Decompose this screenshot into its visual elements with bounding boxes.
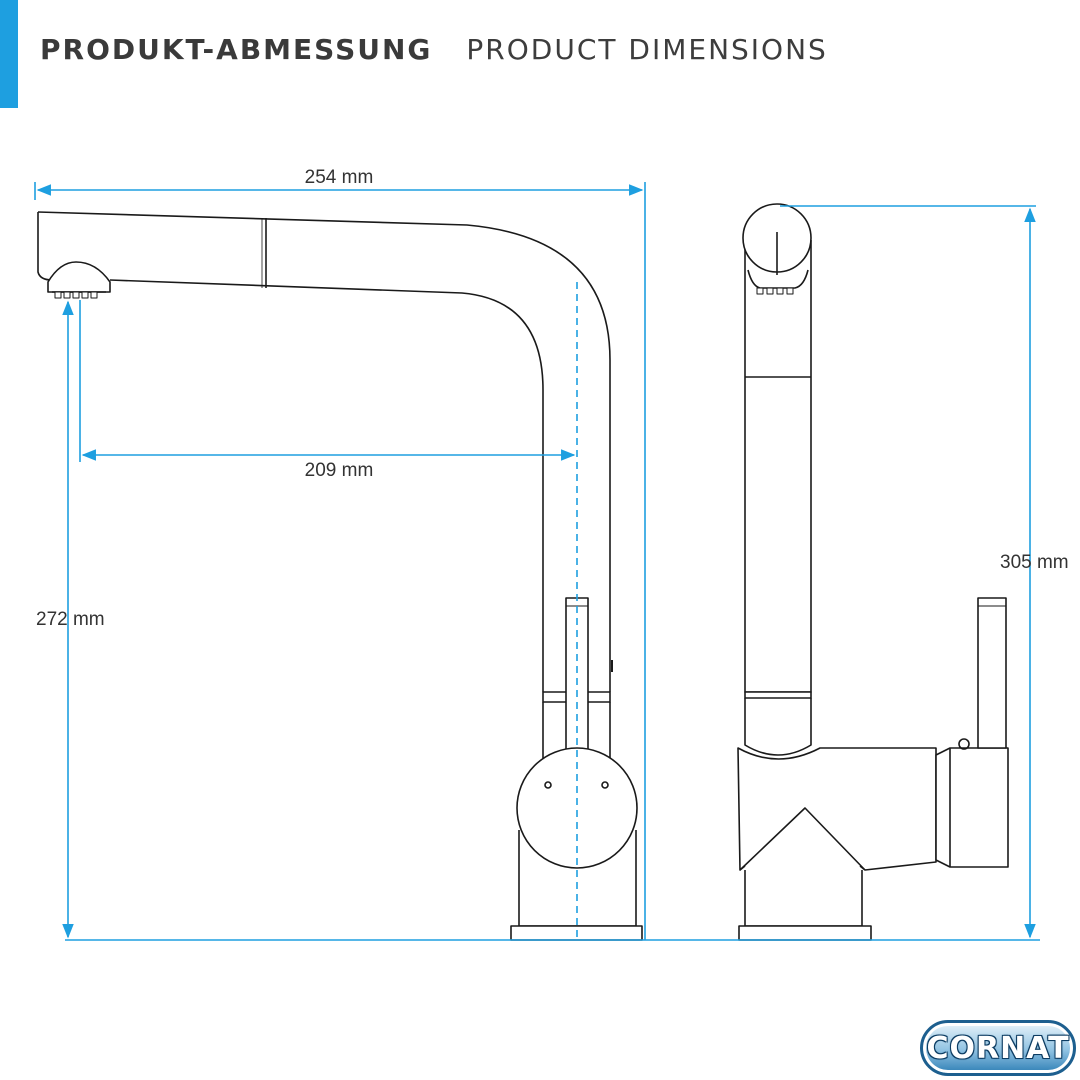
title-german: PRODUKT-ABMESSUNG <box>40 33 433 66</box>
faucet-side-view <box>737 203 1009 941</box>
faucet-front-view <box>37 211 643 941</box>
logo-text: CORNAT <box>926 1030 1070 1066</box>
label-width-total: 254 mm <box>305 167 374 188</box>
side-base-plate <box>738 925 872 941</box>
label-reach: 209 mm <box>305 460 374 481</box>
spout-outer <box>37 211 611 692</box>
cornat-logo: CORNAT <box>920 1020 1076 1076</box>
page-title: PRODUKT-ABMESSUNG PRODUCT DIMENSIONS <box>40 30 828 70</box>
side-lever-block <box>935 747 1009 868</box>
side-body <box>737 747 937 871</box>
accent-bar <box>0 0 18 108</box>
label-height-total: 305 mm <box>1000 552 1069 573</box>
dimension-lines <box>34 182 1040 941</box>
spout-inner <box>109 279 544 692</box>
side-column <box>744 240 812 693</box>
label-height-outlet: 272 mm <box>36 609 105 630</box>
cartridge-disc <box>516 747 638 869</box>
spray-head <box>47 261 111 293</box>
side-lever <box>977 597 1007 749</box>
title-english: PRODUCT DIMENSIONS <box>466 33 828 66</box>
spout-nose <box>37 212 53 281</box>
